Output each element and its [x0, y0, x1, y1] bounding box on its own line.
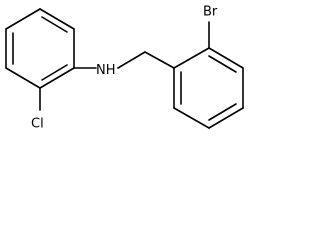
- bond-ring1-double-2: [41, 64, 68, 81]
- bond-ring2-double-1: [208, 55, 237, 73]
- bond-ring1-f: [39, 8, 75, 30]
- bond-ring2-a: [173, 47, 210, 69]
- bond-n-ch2: [117, 51, 146, 69]
- bond-ch2-ring: [144, 51, 175, 69]
- chlorine-atom-label: Cl: [31, 117, 44, 132]
- bond-ring2-d: [208, 107, 244, 129]
- bond-ring1-double-3: [41, 16, 68, 33]
- bond-ring2-e: [173, 107, 210, 129]
- hydrogen-atom-label: H: [106, 63, 116, 78]
- bond-ring1-d: [39, 67, 75, 89]
- bromine-atom-label: Br: [203, 5, 218, 20]
- bond-ring1-a: [5, 8, 41, 30]
- chlorophenyl-ring: [5, 8, 75, 89]
- bond-ring2-b: [208, 47, 244, 69]
- bromophenyl-ring: [173, 47, 244, 129]
- nh-label: NH: [96, 63, 116, 78]
- molecule-canvas: Cl NH Br: [0, 0, 250, 147]
- bond-ring1-c: [5, 67, 41, 89]
- bond-ring2-double-2: [208, 103, 237, 121]
- nitrogen-atom-label: N: [96, 63, 106, 78]
- molecule-structure: Cl NH Br: [5, 5, 244, 132]
